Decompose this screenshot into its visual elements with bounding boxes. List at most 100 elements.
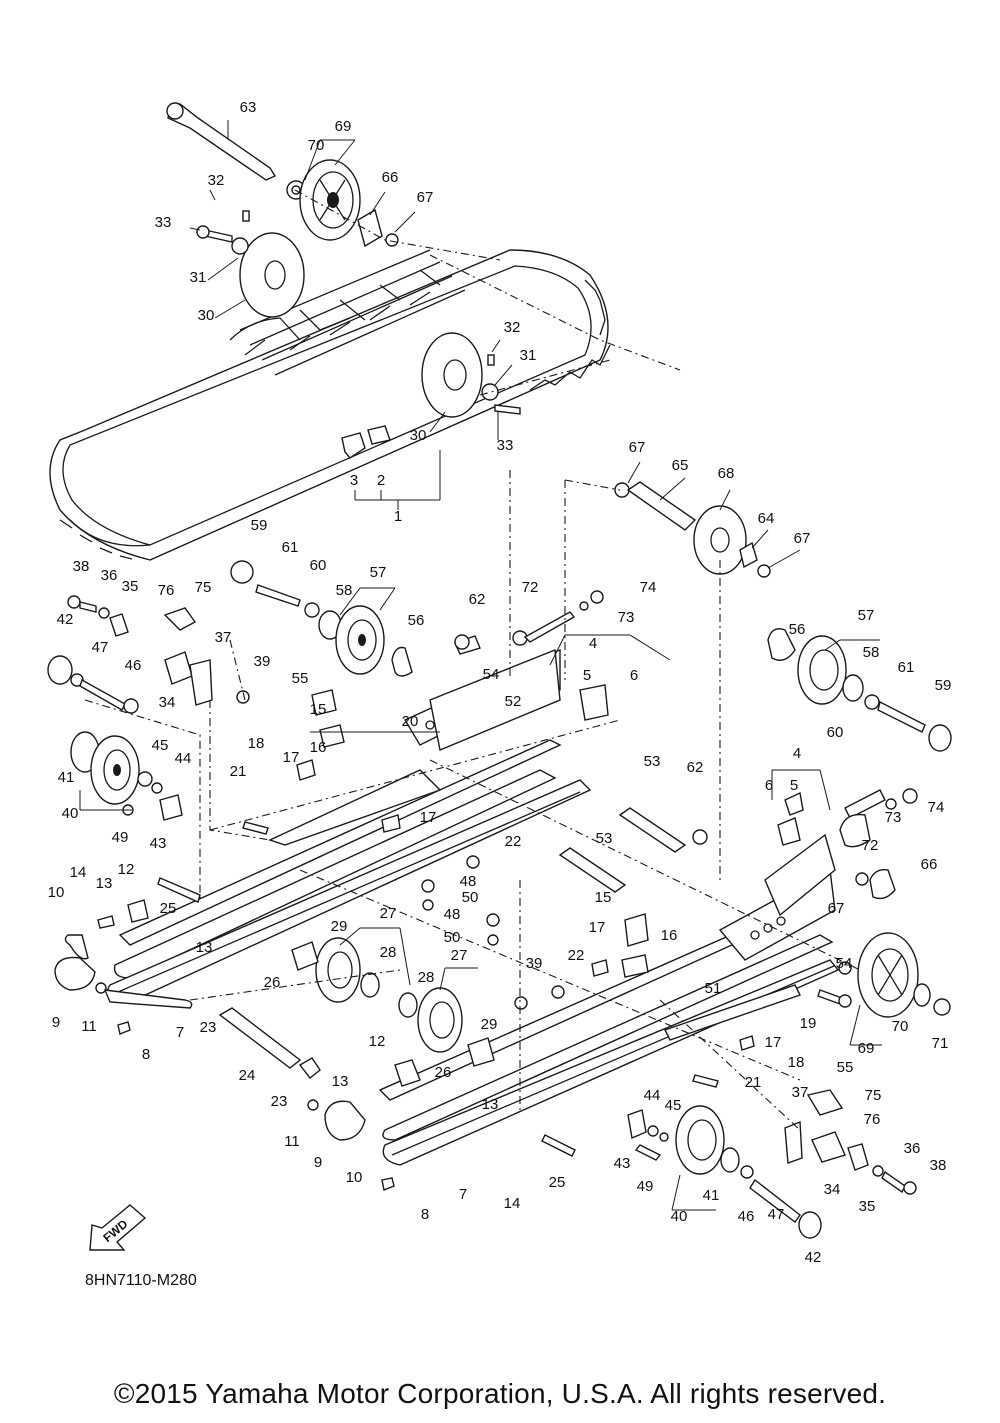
callout-label: 1 <box>394 508 402 525</box>
callout-label: 33 <box>497 437 514 454</box>
callout-label: 67 <box>629 439 646 456</box>
callout-label: 12 <box>118 861 135 878</box>
callout-label: 41 <box>58 769 75 786</box>
callout-label: 49 <box>637 1178 654 1195</box>
left-rail-assembly <box>106 649 592 1003</box>
callout-label: 28 <box>380 944 397 961</box>
right-front-hardware <box>784 1089 917 1195</box>
front-slider-right <box>307 1059 421 1191</box>
callout-label: 27 <box>380 905 397 922</box>
callout-label: 15 <box>595 889 612 906</box>
drive-track <box>49 249 611 561</box>
callout-label: 73 <box>885 809 902 826</box>
callout-label: 15 <box>310 701 327 718</box>
callout-label: 3 <box>350 472 358 489</box>
callout-label: 32 <box>208 172 225 189</box>
callout-label: 16 <box>310 739 327 756</box>
callout-label: 38 <box>73 558 90 575</box>
callout-label: 67 <box>794 530 811 547</box>
callout-label: 43 <box>614 1155 631 1172</box>
callout-label: 48 <box>460 873 477 890</box>
callout-label: 8 <box>142 1046 150 1063</box>
callout-label: 45 <box>152 737 169 754</box>
callout-label: 10 <box>346 1169 363 1186</box>
callout-label: 42 <box>805 1249 822 1266</box>
right-rear-wheel-69 <box>817 932 951 1018</box>
callout-label: 59 <box>251 517 268 534</box>
callout-label: 44 <box>175 750 192 767</box>
callout-label: 74 <box>928 799 945 816</box>
callout-label: 44 <box>644 1087 661 1104</box>
callout-label: 53 <box>644 753 661 770</box>
callout-label: 17 <box>589 919 606 936</box>
callout-label: 29 <box>481 1016 498 1033</box>
callout-label: 13 <box>96 875 113 892</box>
callout-label: 34 <box>159 694 176 711</box>
rear-axle-65 <box>614 481 771 578</box>
right-front-wheel-40 <box>541 1105 822 1239</box>
callout-label: 43 <box>150 835 167 852</box>
callout-label: 57 <box>858 607 875 624</box>
callout-label: 56 <box>408 612 425 629</box>
exploded-parts-diagram: FWD 636970326667333130323130333216765686… <box>47 99 952 1266</box>
left-rear-hardware <box>47 595 250 714</box>
callout-label: 24 <box>239 1067 256 1084</box>
callout-label: 42 <box>57 611 74 628</box>
callout-label: 40 <box>62 805 79 822</box>
callout-label: 46 <box>738 1208 755 1225</box>
callout-label: 62 <box>469 591 486 608</box>
callout-label: 64 <box>758 510 775 527</box>
copyright-notice: ©2015 Yamaha Motor Corporation, U.S.A. A… <box>113 1378 887 1409</box>
callout-label: 54 <box>483 666 500 683</box>
callout-label: 25 <box>160 900 177 917</box>
stopper-56 <box>391 646 413 677</box>
callout-label: 36 <box>101 567 118 584</box>
callout-label: 40 <box>671 1208 688 1225</box>
callout-label: 53 <box>596 830 613 847</box>
callout-label: 19 <box>800 1015 817 1032</box>
callout-label: 45 <box>665 1097 682 1114</box>
callout-label: 70 <box>308 137 325 154</box>
callout-label: 30 <box>410 427 427 444</box>
callout-label: 60 <box>827 724 844 741</box>
callout-label: 6 <box>630 667 638 684</box>
center-clamps <box>157 634 755 1088</box>
callout-label: 60 <box>310 557 327 574</box>
callout-label: 6 <box>765 777 773 794</box>
callout-label: 8 <box>421 1206 429 1223</box>
diagram-part-code: 8HN7110-M280 <box>85 1272 197 1289</box>
callout-label: 32 <box>504 319 521 336</box>
lower-idler-wheel-30 <box>421 332 521 418</box>
callout-label: 26 <box>264 974 281 991</box>
callout-label: 23 <box>271 1093 288 1110</box>
leader-lines <box>79 120 882 1211</box>
callout-label: 67 <box>417 189 434 206</box>
callout-label: 12 <box>369 1033 386 1050</box>
callout-label: 61 <box>898 659 915 676</box>
callout-label: 29 <box>331 918 348 935</box>
callout-label: 11 <box>284 1133 300 1150</box>
callout-label: 57 <box>370 564 387 581</box>
callout-label: 56 <box>789 621 806 638</box>
front-slider-left <box>54 899 193 1035</box>
callout-label: 35 <box>122 578 139 595</box>
callout-label: 39 <box>526 955 543 972</box>
callout-label: 27 <box>451 947 468 964</box>
callout-label: 14 <box>70 864 87 881</box>
callout-label: 18 <box>788 1054 805 1071</box>
callout-label: 39 <box>254 653 271 670</box>
cross-shafts-53 <box>218 807 687 1079</box>
callout-label: 37 <box>792 1084 809 1101</box>
callout-label: 18 <box>248 735 265 752</box>
callout-label: 37 <box>215 629 232 646</box>
callout-label: 22 <box>568 947 585 964</box>
callout-label: 20 <box>402 713 419 730</box>
callout-label: 21 <box>230 763 247 780</box>
callout-label: 25 <box>549 1174 566 1191</box>
callout-label: 76 <box>864 1111 881 1128</box>
callout-label: 70 <box>892 1018 909 1035</box>
callout-label: 72 <box>862 837 879 854</box>
left-rear-wheel-40 <box>70 731 183 821</box>
fwd-arrow-icon: FWD <box>89 1204 147 1251</box>
